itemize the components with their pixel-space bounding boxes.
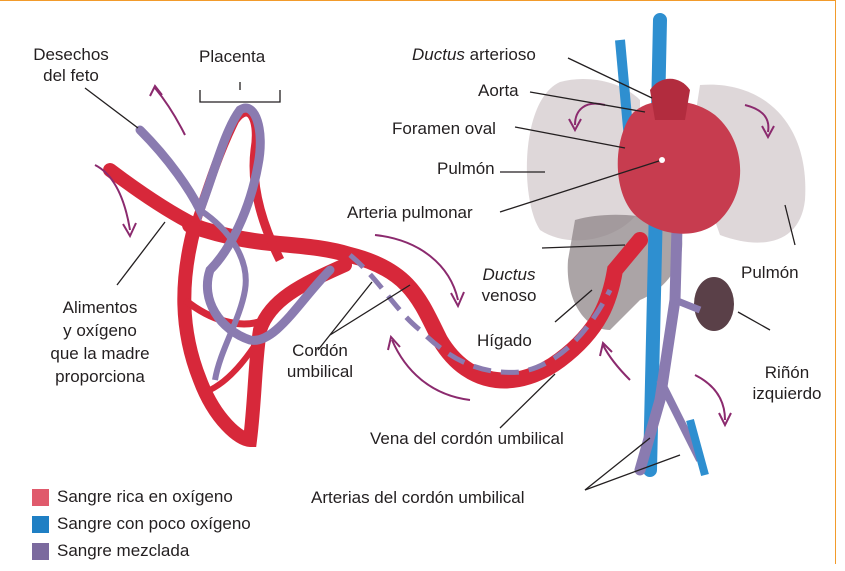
label-foramen-oval: Foramen oval (392, 118, 496, 139)
label-rinon-line1: Riñón (742, 362, 832, 383)
label-ductus-venoso: Ductus venoso (472, 264, 546, 306)
label-ductus-arterioso-rest: arterioso (465, 45, 536, 64)
left-kidney (694, 277, 734, 331)
label-pulmon-left: Pulmón (437, 158, 495, 179)
legend-swatch-purple (32, 543, 49, 560)
legend-label: Sangre con poco oxígeno (57, 513, 251, 534)
label-alimentos-line4: proporciona (20, 365, 180, 388)
label-arteria-pulmonar: Arteria pulmonar (347, 202, 473, 223)
label-ductus-arterioso: Ductus arterioso (412, 44, 536, 65)
liver (568, 215, 683, 330)
label-alimentos: Alimentos y oxígeno que la madre proporc… (20, 296, 180, 388)
label-cordon-line2: umbilical (272, 361, 368, 382)
legend-swatch-red (32, 489, 49, 506)
label-desechos-line1: Desechos (24, 44, 118, 65)
label-alimentos-line2: y oxígeno (20, 319, 180, 342)
label-placenta: Placenta (199, 46, 265, 67)
label-desechos: Desechos del feto (24, 44, 118, 86)
label-ductus-arterioso-italic: Ductus (412, 45, 465, 64)
label-desechos-line2: del feto (24, 65, 118, 86)
label-vena-cordon: Vena del cordón umbilical (370, 428, 564, 449)
label-alimentos-line1: Alimentos (20, 296, 180, 319)
label-higado: Hígado (477, 330, 532, 351)
label-pulmon-right: Pulmón (741, 262, 799, 283)
legend-swatch-blue (32, 516, 49, 533)
label-cordon-line1: Cordón (272, 340, 368, 361)
label-aorta: Aorta (478, 80, 519, 101)
legend-label: Sangre rica en oxígeno (57, 486, 233, 507)
label-arterias-cordon: Arterias del cordón umbilical (311, 487, 525, 508)
label-ductus-venoso-rest: venoso (472, 285, 546, 306)
label-rinon: Riñón izquierdo (742, 362, 832, 404)
legend-label: Sangre mezclada (57, 540, 189, 561)
label-alimentos-line3: que la madre (20, 342, 180, 365)
label-rinon-line2: izquierdo (742, 383, 832, 404)
label-ductus-venoso-italic: Ductus (483, 265, 536, 284)
label-cordon: Cordón umbilical (272, 340, 368, 382)
